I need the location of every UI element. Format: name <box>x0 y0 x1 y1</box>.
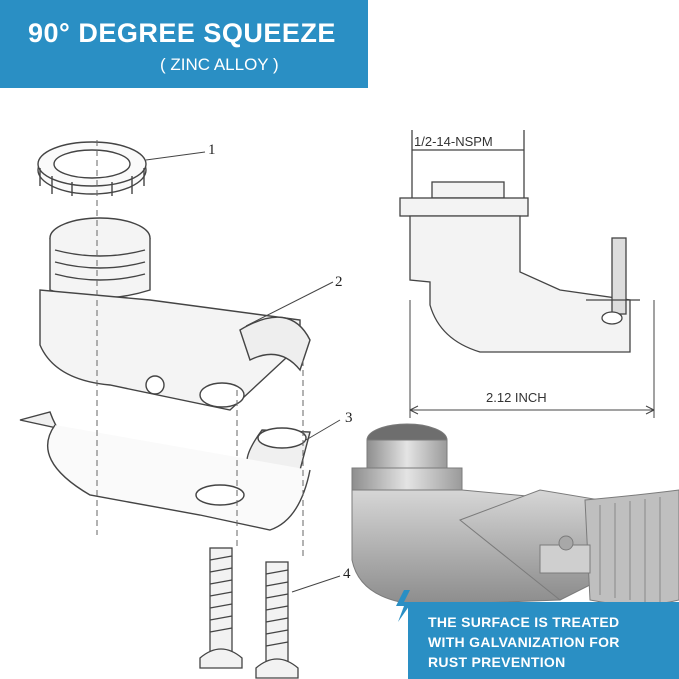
length-dimension <box>409 300 655 418</box>
part-number-3: 3 <box>345 410 353 426</box>
lightning-icon <box>396 590 412 622</box>
callout-text: THE SURFACE IS TREATED WITH GALVANIZATIO… <box>428 612 673 672</box>
banner-subtitle: ( ZINC ALLOY ) <box>160 55 279 74</box>
locknut-part <box>37 141 147 196</box>
banner-title: 90° DEGREE SQUEEZE <box>28 18 336 48</box>
title-banner: 90° DEGREE SQUEEZE ( ZINC ALLOY ) <box>0 0 368 88</box>
part-number-2: 2 <box>335 274 343 290</box>
part-number-1: 1 <box>208 142 216 158</box>
connector-body-part <box>39 217 311 411</box>
callout-line-1: THE SURFACE IS TREATED <box>428 614 620 630</box>
callout-line-2: WITH GALVANIZATION FOR <box>428 634 620 650</box>
clamp-part <box>19 411 311 531</box>
product-photo <box>351 423 679 606</box>
screws-part <box>199 547 299 679</box>
part-number-4: 4 <box>343 566 351 582</box>
thread-size-label: 1/2-14-NSPM <box>414 134 493 149</box>
callout-line-3: RUST PREVENTION <box>428 654 566 670</box>
length-label: 2.12 INCH <box>486 390 547 405</box>
rust-prevention-callout: THE SURFACE IS TREATED WITH GALVANIZATIO… <box>408 602 679 679</box>
side-view-drawing <box>399 130 640 353</box>
center-lines <box>96 140 304 560</box>
